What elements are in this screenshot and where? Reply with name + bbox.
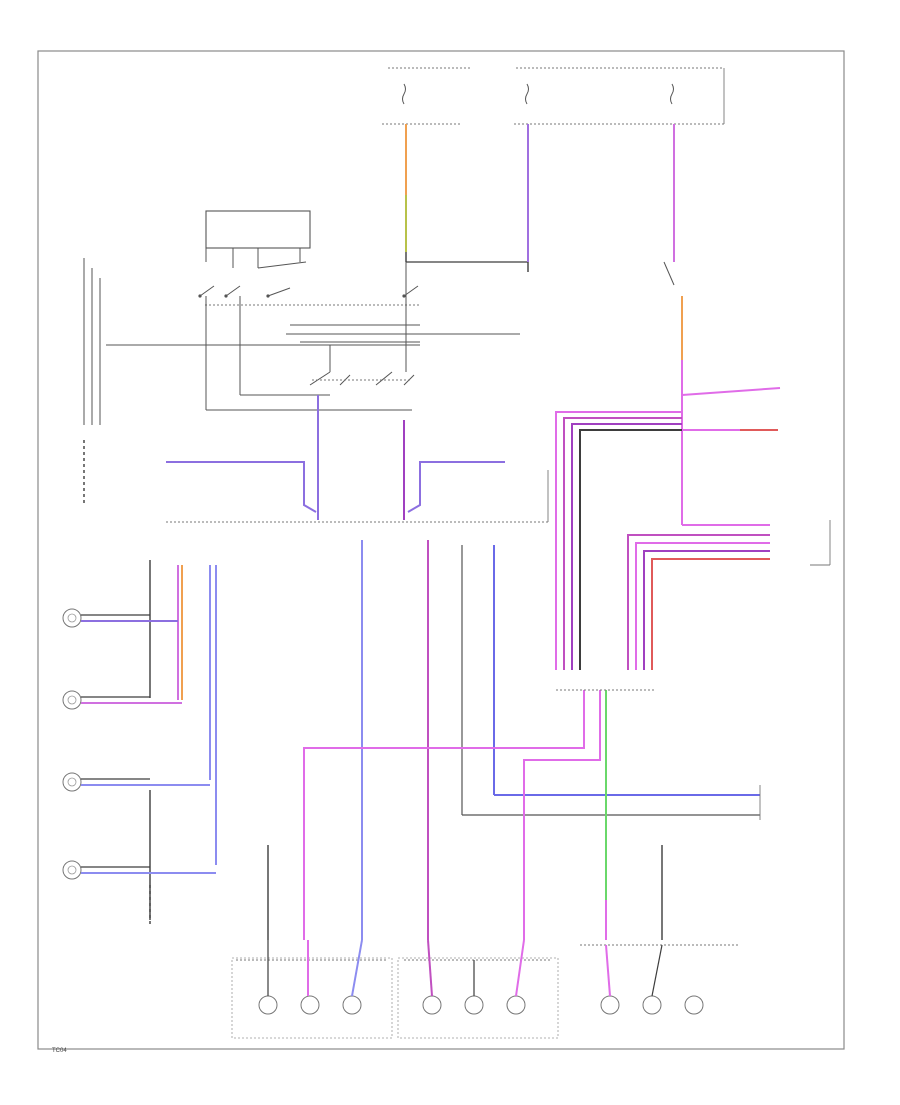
- lamp-3: [62, 772, 210, 792]
- power-distribution-box: [382, 67, 725, 125]
- fuse-1-icon: [402, 83, 406, 105]
- wire-magenta-loop: [303, 690, 585, 940]
- wire-right-violet: [407, 461, 505, 513]
- wire-left-violet: [166, 461, 317, 513]
- turn-signal-module: [166, 470, 549, 523]
- diagram-frame: [37, 50, 845, 1050]
- wire-magenta-right-down: [523, 690, 601, 940]
- lamp-2: [62, 690, 182, 710]
- trailer-lamp-assembly: [580, 845, 740, 1015]
- fuse-2-icon: [525, 83, 529, 105]
- hazard-switch: [206, 262, 415, 411]
- diagram-code: TC04: [52, 1048, 67, 1054]
- left-rear-lamp-assembly: [231, 845, 393, 1039]
- lamp-1: [62, 608, 178, 628]
- right-rear-lamp-assembly: [397, 939, 559, 1039]
- lamp-4: [62, 860, 216, 880]
- fuse-3-icon: [670, 83, 674, 105]
- relay-coil-box: [205, 210, 311, 249]
- turn-signal-switch: [106, 285, 520, 410]
